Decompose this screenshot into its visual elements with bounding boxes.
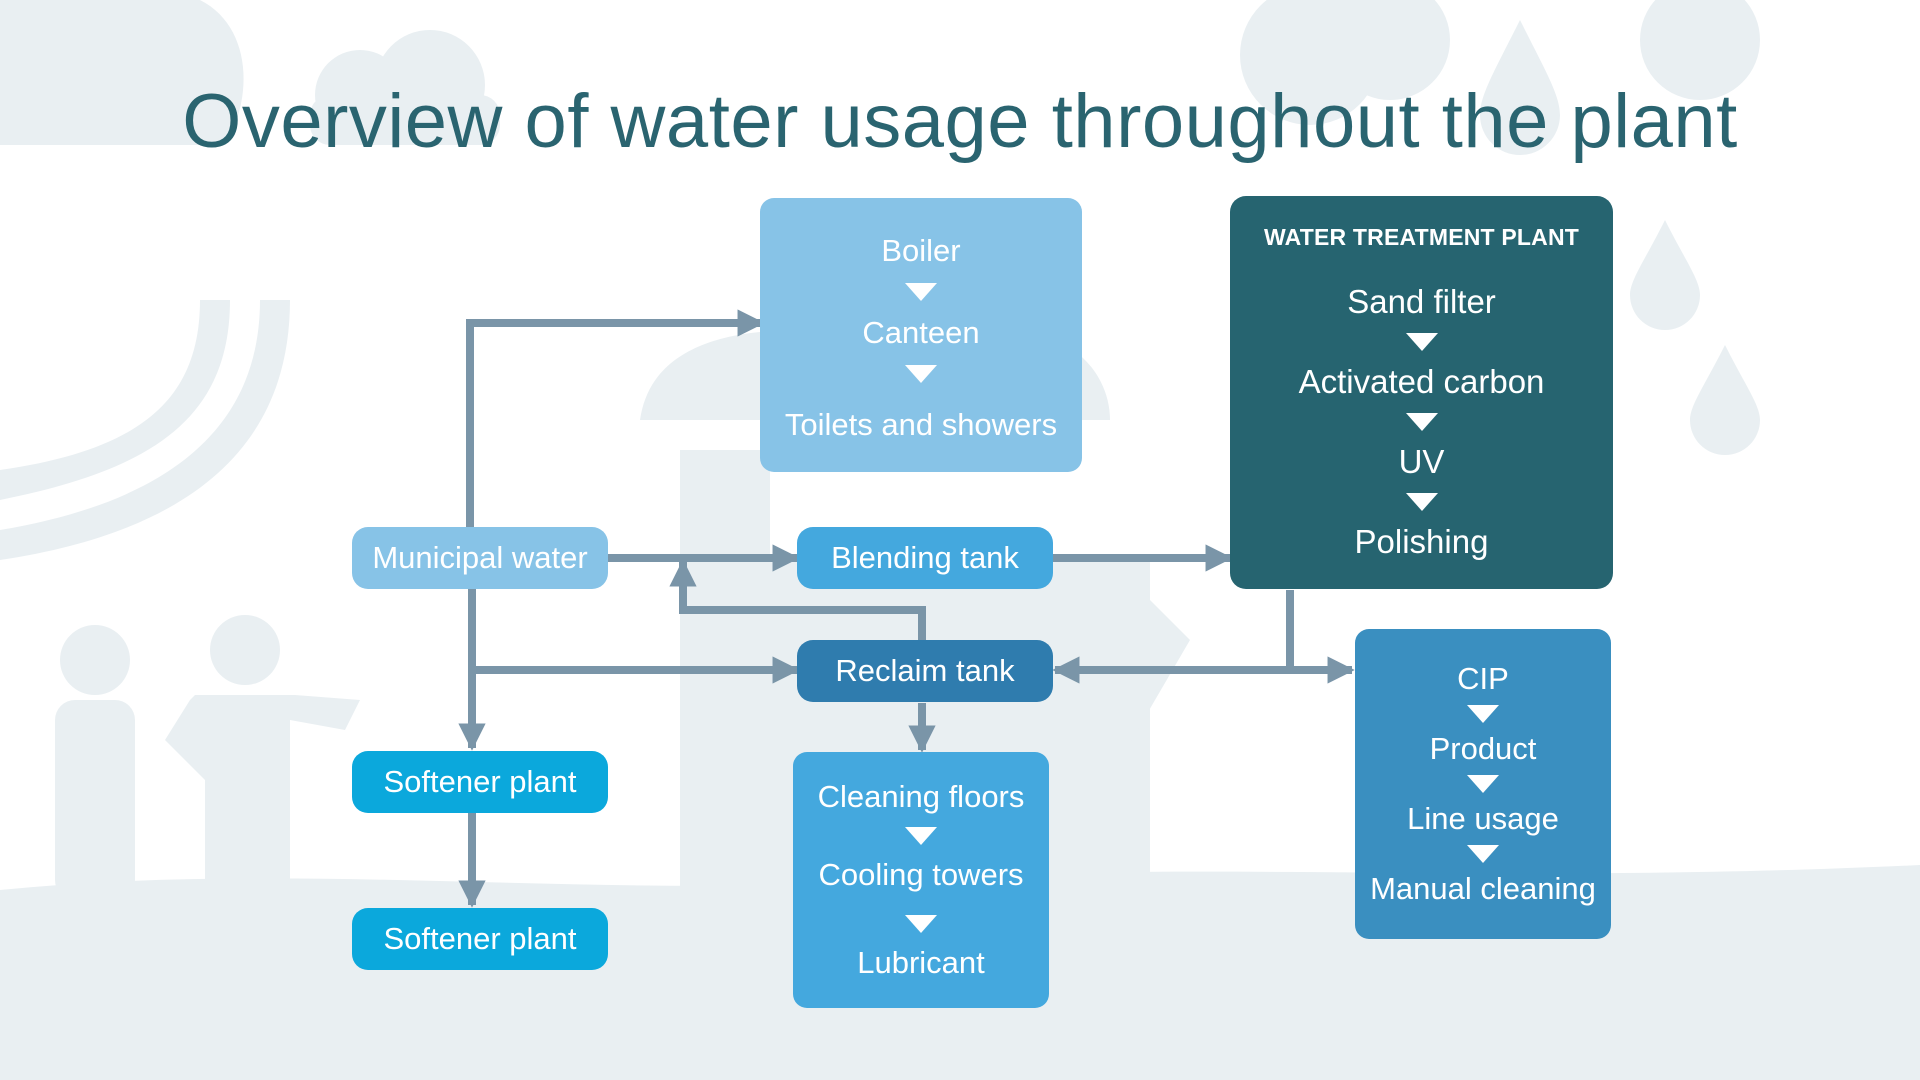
utilities-item: Boiler <box>881 233 961 268</box>
down-arrow-icon <box>1405 333 1438 351</box>
person-body <box>165 695 360 900</box>
down-arrow-icon <box>1467 845 1499 863</box>
water-treatment-box: WATER TREATMENT PLANT Sand filter Activa… <box>1230 196 1613 589</box>
municipal-water-node: Municipal water <box>352 527 608 589</box>
softener-plant-node: Softener plant <box>352 751 608 813</box>
cloud-shape-right <box>1640 0 1760 100</box>
raindrop-shape <box>1480 20 1560 155</box>
water-treatment-item: Polishing <box>1354 523 1489 560</box>
water-treatment-item: Activated carbon <box>1298 363 1545 400</box>
down-arrow-icon <box>1405 413 1438 431</box>
water-treatment-item: Sand filter <box>1347 283 1496 320</box>
person-body <box>55 700 135 900</box>
cleaning-item: Cooling towers <box>818 857 1024 892</box>
water-treatment-header: WATER TREATMENT PLANT <box>1263 224 1580 250</box>
cleaning-item: Cleaning floors <box>817 779 1025 814</box>
utilities-item: Canteen <box>862 315 980 350</box>
page-title: Overview of water usage throughout the p… <box>182 79 1738 164</box>
cip-item: CIP <box>1457 661 1509 696</box>
cip-item: Line usage <box>1407 801 1559 836</box>
person-head <box>210 615 280 685</box>
person-head <box>60 625 130 695</box>
cleaning-item: Lubricant <box>857 945 985 980</box>
cip-item: Manual cleaning <box>1370 871 1596 906</box>
cleaning-box: Cleaning floors Cooling towers Lubricant <box>793 752 1049 1008</box>
cip-item: Product <box>1429 731 1537 766</box>
water-treatment-item: UV <box>1398 443 1445 480</box>
cip-box: CIP Product Line usage Manual cleaning <box>1355 629 1611 939</box>
cloud-shape-base <box>310 95 500 145</box>
connector-municipal-to-utilities <box>466 309 765 530</box>
reclaim-tank-label: Reclaim tank <box>835 653 1015 688</box>
down-arrow-icon <box>905 827 937 845</box>
raindrop-shape <box>1630 220 1700 330</box>
down-arrow-icon <box>905 365 937 383</box>
rainbow-shape <box>0 300 290 560</box>
down-arrow-icon <box>1467 705 1499 723</box>
down-arrow-icon <box>1405 493 1438 511</box>
blending-tank-label: Blending tank <box>831 540 1019 575</box>
rainbow-shape <box>0 300 230 500</box>
softener-plant-label: Softener plant <box>383 764 577 799</box>
cloud-shape-left <box>0 0 244 145</box>
cloud-shape-right <box>1330 0 1450 100</box>
softener-plant-node: Softener plant <box>352 908 608 970</box>
down-arrow-icon <box>1467 775 1499 793</box>
raindrop-shape <box>1690 345 1760 455</box>
utilities-item: Toilets and showers <box>784 407 1058 442</box>
connector-reclaim-to-blending <box>669 559 926 640</box>
blending-tank-node: Blending tank <box>797 527 1053 589</box>
down-arrow-icon <box>905 283 937 301</box>
reclaim-tank-node: Reclaim tank <box>797 640 1053 702</box>
softener-plant-label: Softener plant <box>383 921 577 956</box>
municipal-water-label: Municipal water <box>372 540 588 575</box>
down-arrow-icon <box>905 915 937 933</box>
factory-chimney <box>680 450 770 920</box>
utilities-box: Boiler Canteen Toilets and showers <box>760 198 1082 472</box>
